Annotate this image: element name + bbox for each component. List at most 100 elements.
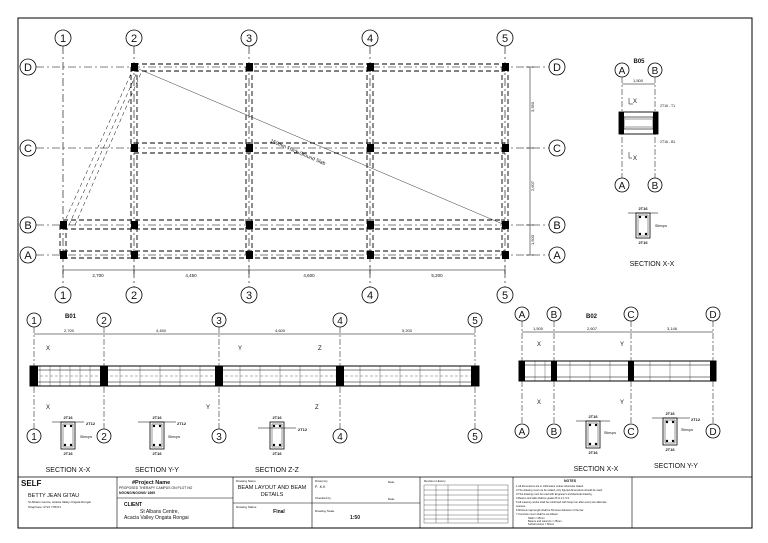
svg-text:2: 2 xyxy=(101,316,107,327)
tb-checked-label: Checked by xyxy=(315,496,331,500)
b02-elevation: B02 A B C D A B C D 1,500 2,607 3,146 X … xyxy=(514,306,721,473)
svg-text:3: 3 xyxy=(216,432,222,443)
b05-section-mark-bottom: X xyxy=(633,156,637,162)
svg-text:2T12: 2T12 xyxy=(86,421,96,426)
svg-text:2T12: 2T12 xyxy=(691,417,701,422)
svg-text:2T16: 2T16 xyxy=(588,414,598,419)
svg-text:2T16: 2T16 xyxy=(152,415,162,420)
tb-owner-addr: St Albans Centre, Acacia Valley Ongata R… xyxy=(28,500,91,504)
b05-top-bar: 2T16 xyxy=(638,206,648,211)
grid-bubble-top-2: 2 xyxy=(125,29,143,47)
svg-text:3: 3 xyxy=(216,316,222,327)
b02-section-x: 2T16 Stirrups 2T16 SECTION X-X xyxy=(574,414,619,473)
svg-text:SECTION X-X: SECTION X-X xyxy=(46,467,91,474)
b01-section-z: 2T16 2T12 2T16 SECTION Z-Z xyxy=(255,415,308,474)
grid-bubble-top-1: 1 xyxy=(54,29,72,47)
tb-client-line2: Acacia Valley Ongata Rongai xyxy=(124,515,189,521)
b05-grid-bubble-A-top: A xyxy=(614,62,630,78)
dim-2-3: 4,450 xyxy=(185,273,197,278)
b05-bar-top: 2T16 - T1 xyxy=(660,104,675,108)
grid-bubble-right-C: C xyxy=(548,139,566,157)
svg-text:4: 4 xyxy=(337,316,343,327)
tb-plot-no: NGONG/NGONG/ 1669 xyxy=(119,491,155,495)
svg-text:3.This drawing must be read wi: 3.This drawing must be read with Enginee… xyxy=(516,492,593,496)
revision-table xyxy=(423,484,509,524)
tb-drawn-value: P. .K.K xyxy=(315,485,326,489)
svg-text:D: D xyxy=(709,427,716,438)
b05-bar-bottom: 2T16 - B1 xyxy=(660,140,675,144)
svg-text:D: D xyxy=(24,62,32,74)
grid-bubble-bottom-5: 5 xyxy=(496,286,514,304)
grid-bubble-bottom-4: 4 xyxy=(361,286,379,304)
svg-text:2T16: 2T16 xyxy=(588,450,598,455)
svg-text:B: B xyxy=(652,66,659,77)
b02-dim-2: 2,607 xyxy=(587,326,598,331)
svg-text:B: B xyxy=(652,181,659,192)
dim-3-4: 4,600 xyxy=(303,273,315,278)
tb-status-label: Drawing Status xyxy=(236,505,257,509)
svg-text:4.Beams and slab shall be grad: 4.Beams and slab shall be grade 25 to 1:… xyxy=(516,496,570,500)
grid-bubble-left-A: A xyxy=(19,246,37,264)
tb-client-line1: St Albans Centre, xyxy=(140,509,179,515)
svg-text:Substructures = 50mm: Substructures = 50mm xyxy=(528,522,554,526)
tb-project-name: PROPOSED THERAPY CAMPUS ON PLOT NO xyxy=(119,486,193,490)
b02-bubble-D-low: D xyxy=(705,423,721,439)
svg-text:4: 4 xyxy=(367,33,373,45)
tb-notes-label: NOTES xyxy=(564,479,577,483)
diagonal-beam xyxy=(62,66,142,226)
b05-title: B05 xyxy=(633,59,645,65)
svg-text:2T16: 2T16 xyxy=(63,415,73,420)
svg-text:1: 1 xyxy=(31,432,37,443)
b01-section-y: 2T16 2T12 Stirrups 2T16 SECTION Y-Y xyxy=(135,415,187,474)
b01-mark-x-bottom: X xyxy=(46,405,50,411)
tb-scale-label: Drawing Scale xyxy=(315,509,335,513)
svg-text:2T16: 2T16 xyxy=(272,415,282,420)
sheet-border xyxy=(17,17,753,529)
b02-bubble-C: C xyxy=(623,306,639,322)
b02-bubble-A: A xyxy=(514,306,530,322)
b01-bubble-5: 5 xyxy=(467,312,483,328)
dim-C-B: 2,607 xyxy=(530,180,535,191)
dim-D-C: 3,350 xyxy=(530,101,535,112)
svg-text:A: A xyxy=(619,66,626,77)
svg-text:2T16: 2T16 xyxy=(272,451,282,456)
svg-text:A: A xyxy=(519,427,526,438)
b01-mark-z-top: Z xyxy=(318,346,322,352)
b05-detail: B05 A B A B 1,500 X X 2T16 - T1 2T16 - B… xyxy=(614,59,675,268)
svg-text:B: B xyxy=(553,220,560,232)
svg-text:C: C xyxy=(627,310,634,321)
svg-text:6.Minimum lap length shall be: 6.Minimum lap length shall be 50 times d… xyxy=(516,508,584,512)
svg-text:Stirrups: Stirrups xyxy=(604,431,616,435)
tb-owner-name: BETTY JEAN GITAU xyxy=(28,493,79,499)
svg-text:SECTION Y-Y: SECTION Y-Y xyxy=(135,467,179,474)
svg-text:4: 4 xyxy=(337,432,343,443)
grid-bubble-right-B: B xyxy=(548,216,566,234)
dim-1-2: 2,700 xyxy=(92,273,104,278)
svg-text:2: 2 xyxy=(131,290,137,302)
svg-text:A: A xyxy=(24,250,32,262)
svg-text:courses.: courses. xyxy=(516,504,526,508)
b01-section-x: 2T16 2T12 Stirrups 2T16 SECTION X-X xyxy=(46,415,96,474)
b01-mark-y-top: Y xyxy=(238,346,242,352)
b05-note: Stirrups xyxy=(655,224,667,228)
tb-notes: 1.All dimensions are in millimeters unle… xyxy=(516,484,607,526)
tb-client-label: CLIENT xyxy=(124,502,142,508)
b01-bubble-3: 3 xyxy=(211,312,227,328)
svg-text:A: A xyxy=(619,181,626,192)
b02-mark-x-bottom: X xyxy=(537,400,541,406)
svg-text:2: 2 xyxy=(131,33,137,45)
b02-section-y: 2T16 2T12 Stirrups 2T16 SECTION Y-Y xyxy=(652,411,701,470)
b01-bubble-5-low: 5 xyxy=(467,428,483,444)
svg-text:Stirrups: Stirrups xyxy=(681,428,693,432)
svg-text:1: 1 xyxy=(60,290,66,302)
grid-bubble-bottom-3: 3 xyxy=(240,286,258,304)
b05-section-mark-top: X xyxy=(633,99,637,105)
svg-text:SECTION Z-Z: SECTION Z-Z xyxy=(255,467,300,474)
title-block: SELF BETTY JEAN GITAU St Albans Centre, … xyxy=(18,476,752,528)
svg-text:SECTION Y-Y: SECTION Y-Y xyxy=(654,463,698,470)
svg-text:2: 2 xyxy=(101,432,107,443)
grid-bubble-right-D: D xyxy=(548,58,566,76)
b01-bubble-2-low: 2 xyxy=(96,428,112,444)
b01-dim-2: 4,450 xyxy=(156,328,167,333)
